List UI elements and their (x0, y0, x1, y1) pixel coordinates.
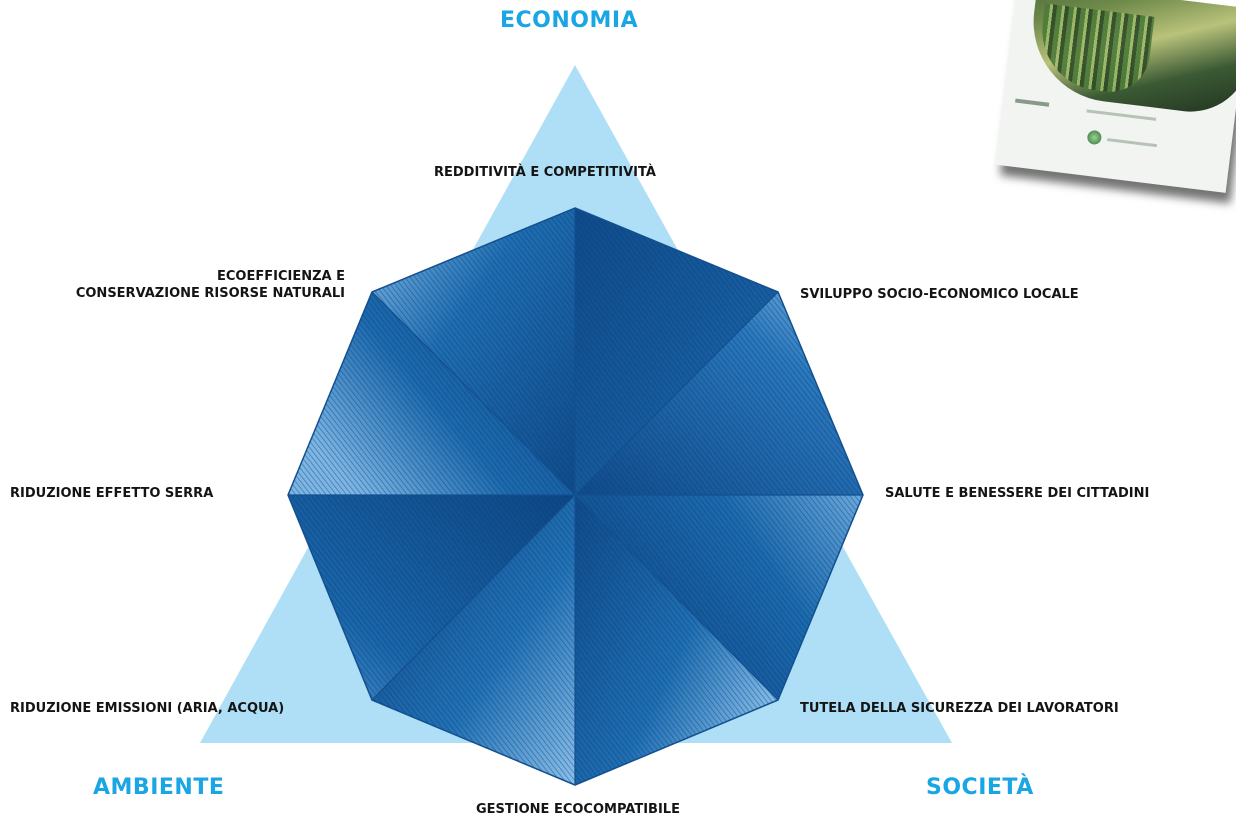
indicator-text: CONSERVAZIONE RISORSE NATURALI (75, 286, 345, 301)
indicator-text: RIDUZIONE EFFETTO SERRA (10, 486, 214, 501)
indicator-octagon (287, 207, 864, 786)
report-cover-thumbnail (995, 0, 1236, 193)
octagon-sector-hatch (575, 495, 778, 785)
indicator-label-salute: SALUTE E BENESSERE DEI CITTADINI (885, 485, 1149, 502)
octagon-spoke (371, 291, 576, 496)
octagon-sector-hatch (288, 292, 575, 495)
octagon-spoke (574, 494, 779, 701)
octagon-sector-hatch (288, 495, 575, 700)
cover-text-line (1107, 138, 1158, 148)
octagon-sector-hatch (575, 495, 863, 700)
indicator-label-ecoefficienza: ECOEFFICIENZA E CONSERVAZIONE RISORSE NA… (33, 268, 345, 302)
indicator-text: SALUTE E BENESSERE DEI CITTADINI (885, 486, 1150, 501)
indicator-label-tutela: TUTELA DELLA SICUREZZA DEI LAVORATORI (800, 700, 1119, 717)
indicator-text: REDDITIVITÀ E COMPETITIVITÀ (434, 165, 656, 180)
pillar-label-societa: SOCIETÀ (926, 775, 1034, 800)
octagon-sector-hatch (575, 208, 778, 495)
indicator-label-emissioni: RIDUZIONE EMISSIONI (ARIA, ACQUA) (10, 700, 284, 717)
indicator-label-redditivita: REDDITIVITÀ E COMPETITIVITÀ (434, 164, 656, 181)
octagon-outline (287, 207, 864, 786)
cover-seal-icon (1086, 129, 1103, 146)
indicator-label-serra: RIDUZIONE EFFETTO SERRA (10, 485, 213, 502)
indicator-text: RIDUZIONE EMISSIONI (ARIA, ACQUA) (10, 701, 285, 716)
pillar-label-economia: ECONOMIA (500, 8, 639, 33)
octagon-spoke (574, 291, 779, 496)
cover-logo-mark (1015, 98, 1050, 107)
pillar-label-ambiente: AMBIENTE (93, 775, 225, 800)
indicator-text: TUTELA DELLA SICUREZZA DEI LAVORATORI (800, 701, 1119, 716)
indicator-text: SVILUPPO SOCIO-ECONOMICO LOCALE (800, 287, 1079, 302)
indicator-text: ECOEFFICIENZA E (217, 269, 345, 284)
cover-text-line (1086, 109, 1157, 121)
octagon-spoke (371, 494, 576, 701)
indicator-text: GESTIONE ECOCOMPATIBILE (476, 802, 680, 817)
octagon-sector-hatch (372, 208, 575, 495)
indicator-label-sviluppo: SVILUPPO SOCIO-ECONOMICO LOCALE (800, 286, 1079, 303)
indicator-label-gestione: GESTIONE ECOCOMPATIBILE (476, 801, 680, 818)
octagon-sector-hatch (575, 292, 863, 495)
octagon-sector-hatch (372, 495, 575, 785)
